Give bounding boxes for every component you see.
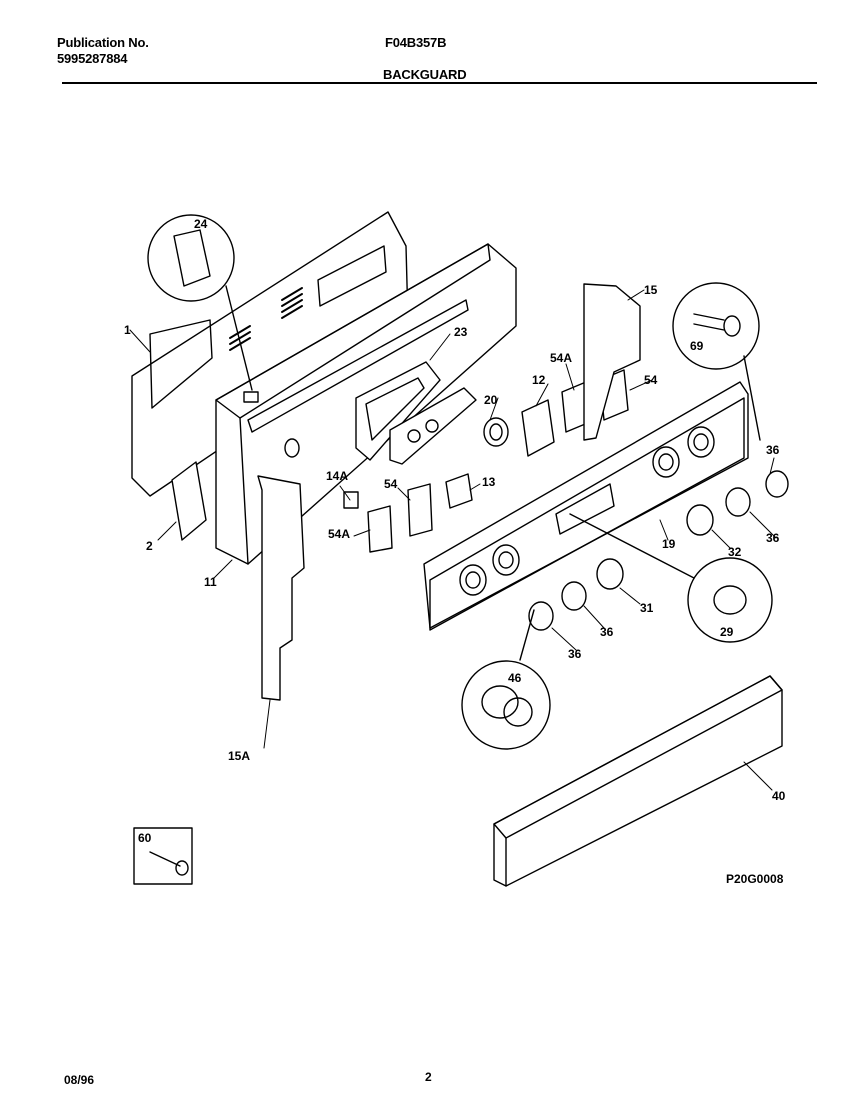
model-number: F04B357B: [385, 35, 447, 50]
callout-20: 20: [484, 393, 498, 407]
callout-23: 23: [454, 325, 468, 339]
detail-circle-46: [461, 609, 551, 750]
callout-36-b: 36: [766, 531, 780, 545]
callout-54a-lower: 54A: [328, 527, 350, 541]
callout-19: 19: [662, 537, 676, 551]
callout-13: 13: [482, 475, 496, 489]
callout-36-d: 36: [568, 647, 582, 661]
callout-40: 40: [772, 789, 786, 803]
callout-60: 60: [138, 831, 152, 845]
callout-15: 15: [644, 283, 658, 297]
switch-54-lower: [407, 483, 433, 537]
screw-box-60: [133, 827, 193, 885]
bracket: [171, 461, 207, 541]
callout-2: 2: [146, 539, 153, 553]
side-bracket-right: [583, 283, 641, 441]
callout-15a: 15A: [228, 749, 250, 763]
page-number: 2: [425, 1070, 432, 1084]
knob-set: [528, 470, 789, 631]
callout-54-upper: 54: [644, 373, 658, 387]
callout-29: 29: [720, 625, 734, 639]
detail-circle-69: [672, 282, 761, 441]
detail-circle-29: [569, 513, 773, 643]
callout-54a-upper: 54A: [550, 351, 572, 365]
trim-strip: [493, 675, 783, 887]
clock-timer: [389, 387, 509, 465]
header-rule: [62, 82, 817, 84]
callout-1: 1: [124, 323, 131, 337]
control-panel: [423, 381, 749, 631]
callout-31: 31: [640, 601, 654, 615]
callout-14a: 14A: [326, 469, 348, 483]
callout-11: 11: [204, 575, 217, 589]
section-title: BACKGUARD: [383, 67, 467, 82]
detail-circle-24: [147, 214, 253, 391]
switch-12: [521, 399, 555, 457]
callout-36-c: 36: [600, 625, 614, 639]
callout-labels: 1 2 11 12 13 14A 15 15A 19 20 23 24 29 3…: [124, 217, 786, 886]
publication-number: 5995287884: [57, 51, 128, 66]
publication-label: Publication No.: [57, 35, 149, 50]
switch-54a-lower: [367, 505, 393, 553]
callout-54-lower: 54: [384, 477, 398, 491]
callout-46: 46: [508, 671, 522, 685]
callout-32: 32: [728, 545, 742, 559]
callout-69: 69: [690, 339, 704, 353]
footer-date: 08/96: [64, 1073, 95, 1087]
callout-12: 12: [532, 373, 546, 387]
side-bracket-left: [257, 475, 305, 701]
clock-bracket: [355, 361, 441, 461]
callout-24: 24: [194, 217, 208, 231]
drawing-code: P20G0008: [726, 872, 784, 886]
leader-lines: [129, 289, 777, 791]
callout-36-a: 36: [766, 443, 780, 457]
switch-13: [445, 473, 473, 509]
